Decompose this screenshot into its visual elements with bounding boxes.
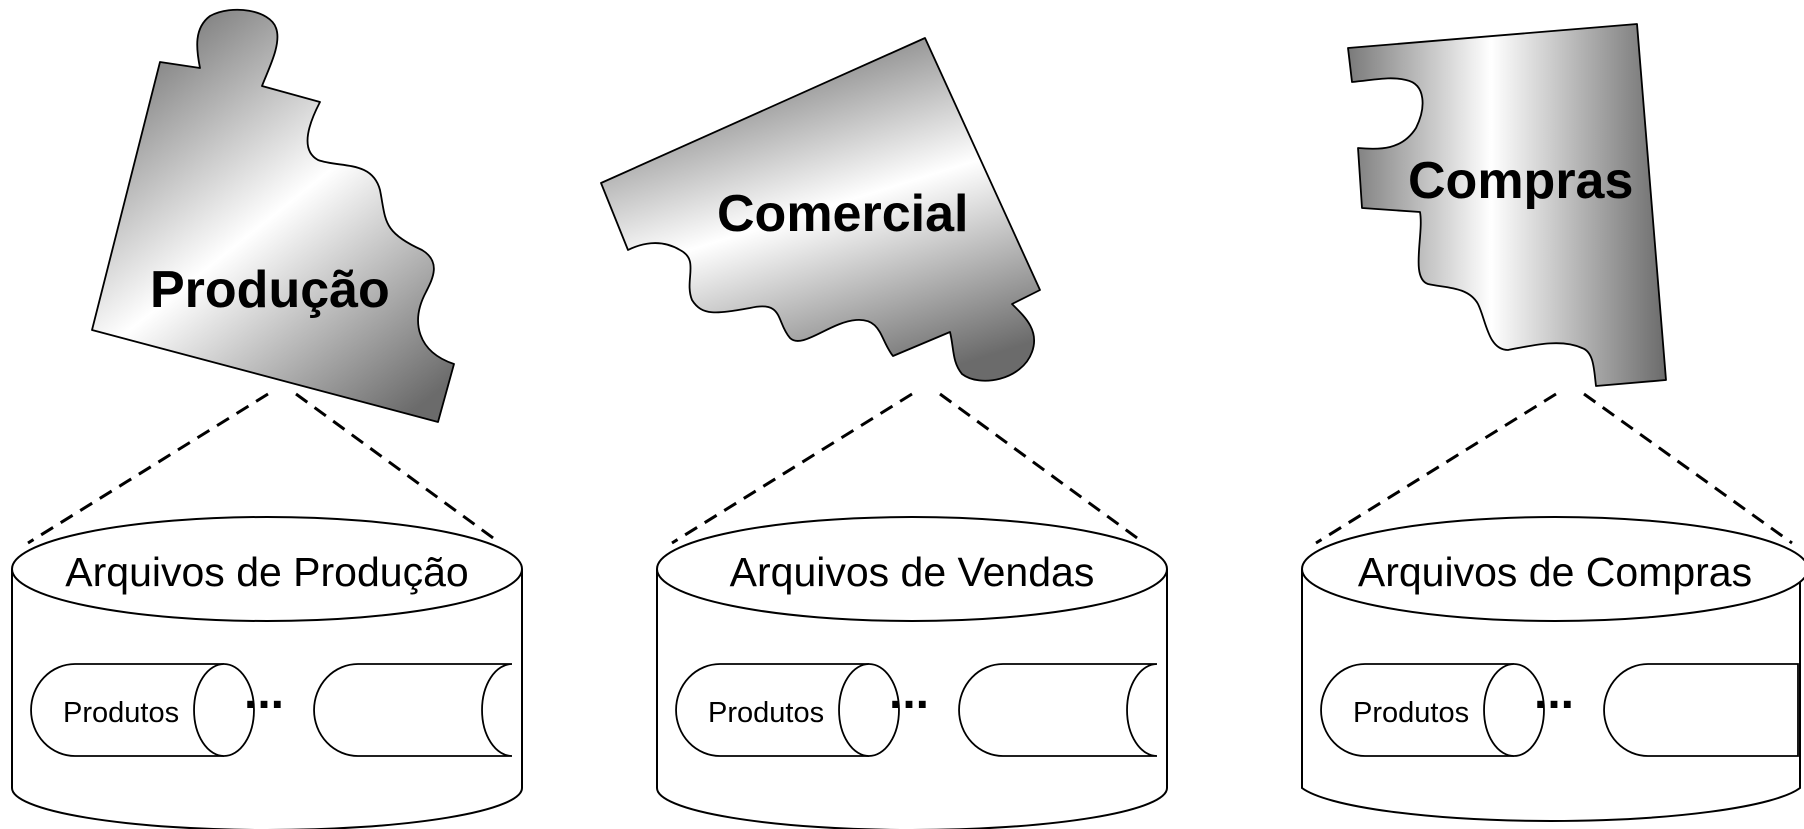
connector-vendas-left [671, 392, 913, 545]
table-cylinder-empty [313, 663, 513, 757]
puzzle-piece-comercial-label: Comercial [717, 185, 968, 243]
table-cylinder-end [1483, 663, 1515, 757]
puzzle-piece-producao-shape [91, 8, 455, 423]
table-cylinder-produtos: Produtos [675, 663, 900, 757]
database-top [11, 516, 523, 622]
puzzle-piece-producao: Produção [91, 8, 455, 423]
database-body [1301, 569, 1801, 822]
puzzle-piece-producao-label: Produção [150, 261, 390, 319]
database-top [656, 516, 1168, 622]
puzzle-piece-comercial-shape [600, 37, 1041, 382]
puzzle-piece-compras-label: Compras [1408, 152, 1633, 210]
table-cylinder-empty [958, 663, 1158, 757]
connector-compras-right [1583, 392, 1793, 545]
database-title: Arquivos de Vendas [730, 549, 1095, 595]
table-cylinder-body [1603, 663, 1799, 757]
table-cylinder-empty [1603, 663, 1799, 757]
table-cylinder-label: Produtos [63, 697, 179, 729]
ellipsis-indicator: ... [1534, 666, 1574, 719]
table-cylinder-end [838, 663, 870, 757]
database-arquivos-compras: Arquivos de Compras Produtos ... [1301, 516, 1804, 822]
table-cylinder-end [193, 663, 225, 757]
database-body [656, 569, 1168, 829]
database-arquivos-producao: Arquivos de Produção Produtos ... [11, 516, 523, 829]
database-title: Arquivos de Produção [65, 549, 468, 595]
table-cylinder-label: Produtos [708, 697, 824, 729]
connector-vendas-right [939, 392, 1145, 545]
database-arquivos-vendas: Arquivos de Vendas Produtos ... [656, 516, 1168, 829]
table-cylinder-label: Produtos [1353, 697, 1469, 729]
table-cylinder-body [313, 663, 513, 757]
table-cylinder-produtos: Produtos [30, 663, 255, 757]
database-title: Arquivos de Compras [1358, 549, 1752, 595]
database-top [1301, 516, 1804, 622]
ellipsis-indicator: ... [889, 666, 929, 719]
puzzle-piece-compras: Compras [1347, 23, 1667, 387]
connector-producao-right [295, 392, 501, 545]
table-cylinder-body [958, 663, 1158, 757]
connector-producao-left [27, 392, 269, 545]
database-body [11, 569, 523, 829]
puzzle-piece-compras-shape [1347, 23, 1667, 387]
connector-compras-left [1315, 392, 1557, 545]
connector-lines [27, 392, 1793, 545]
table-cylinder-produtos: Produtos [1320, 663, 1545, 757]
puzzle-piece-comercial: Comercial [600, 37, 1041, 382]
ellipsis-indicator: ... [244, 666, 284, 719]
